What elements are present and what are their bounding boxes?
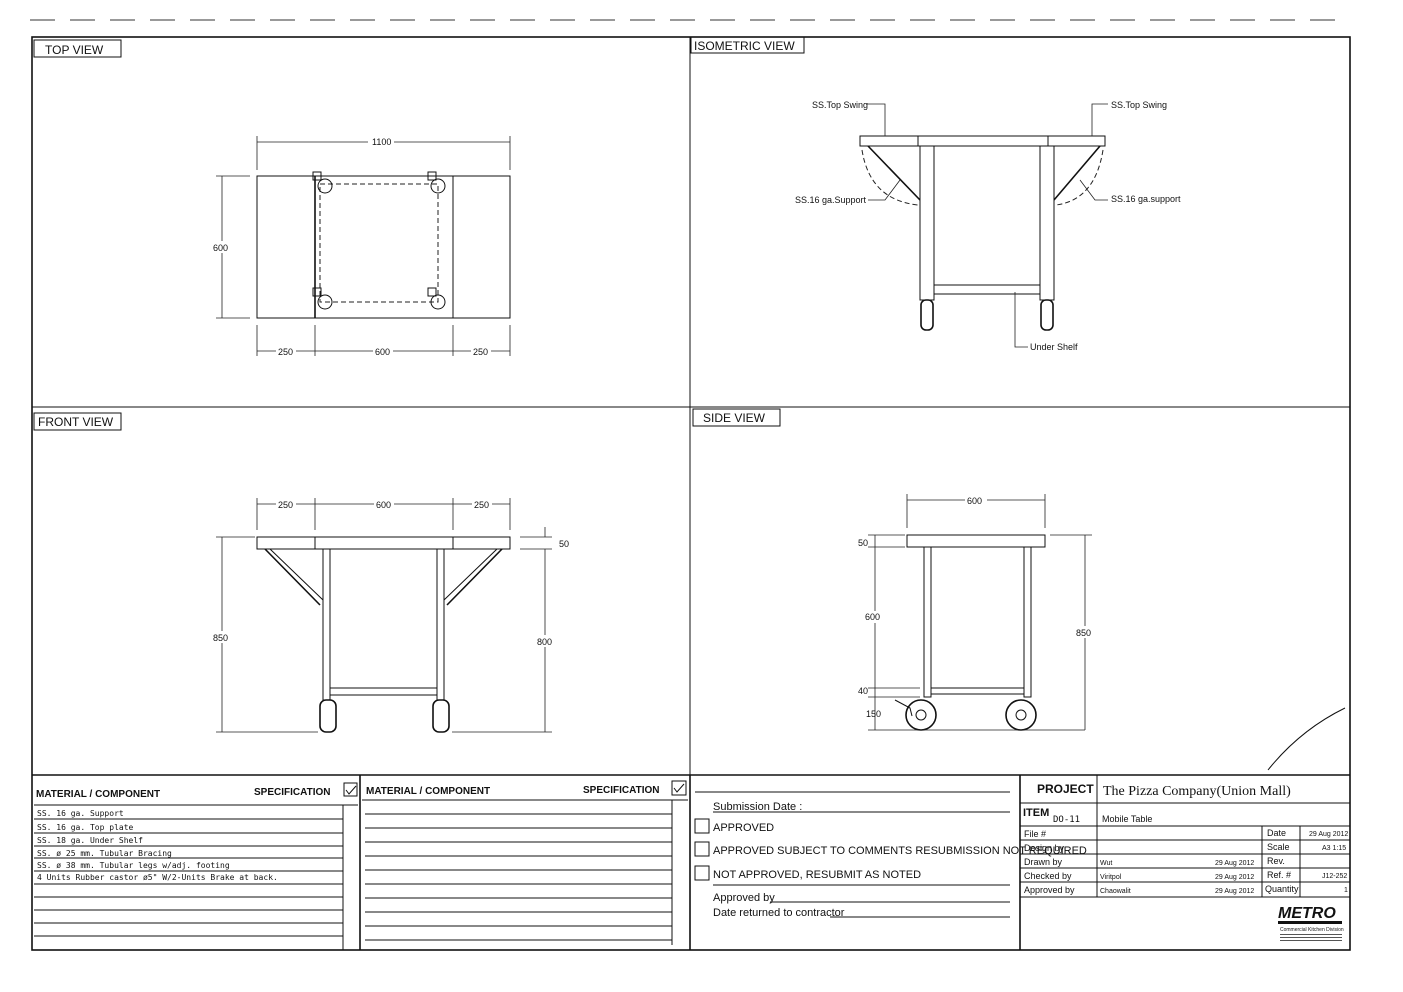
title_block-logo_sub: Commercial Kitchen Division [1280,927,1344,933]
views-top-dims-left: 250 [278,347,293,357]
isometric-view-label: ISOMETRIC VIEW [690,36,805,54]
materials_left-header_spec: SPECIFICATION [254,787,330,798]
front-view-label: FRONT VIEW [33,412,122,431]
title_block-rows-3-name: Viritpol [1100,874,1122,881]
title-block: PROJECT The Pizza Company(Union Mall) IT… [1020,775,1350,941]
metro-logo: METRO Commercial Kitchen Division [1278,905,1344,941]
views-side-dims-mid: 600 [865,612,880,622]
title_block-rows-0-label: File # [1024,829,1046,839]
materials_right-header_material: MATERIAL / COMPONENT [366,786,490,797]
side-view-label: SIDE VIEW [692,408,781,427]
material-row: SS. ø 38 mm. Tubular legs w/adj. footing [37,861,230,870]
title_block-rows-1-key: Scale [1267,842,1290,852]
materials_left-header_material: MATERIAL / COMPONENT [36,789,160,800]
material-row: SS. 16 ga. Top plate [37,823,134,832]
materials-table-left: MATERIAL / COMPONENT SPECIFICATION SS. 1… [34,775,361,950]
views-side-label: SIDE VIEW [703,411,766,425]
material-row: SS. ø 25 mm. Tubular Bracing [37,849,172,858]
caster-icon [427,287,446,310]
isometric-view-drawing: SS.Top Swing SS.Top Swing SS.16 ga.Suppo… [795,100,1181,352]
title_block-rows-4-label: Approved by [1024,885,1075,895]
approved-checkbox[interactable] [694,818,710,834]
approval-approved_comments: APPROVED SUBJECT TO COMMENTS RESUBMISSIO… [713,845,1087,857]
views-side-dims-shelf: 40 [858,686,868,696]
caster-icon [1005,699,1037,731]
title_block-item_label: ITEM [1023,807,1049,819]
views-top-dims-overall: 1100 [372,137,391,147]
title_block-rows-3-label: Checked by [1024,871,1072,881]
approval-approved: APPROVED [713,822,774,834]
material-row: SS. 18 ga. Under Shelf [37,836,143,845]
title_block-rows-2-label: Drawn by [1024,857,1063,867]
views-side-dims-caster: 150 [866,709,881,719]
title_block-rows-2-key: Rev. [1267,856,1285,866]
views-front-dims-height: 850 [213,633,228,643]
material-row: SS. 16 ga. Support [37,809,124,818]
materials-table-right: MATERIAL / COMPONENT SPECIFICATION [362,775,691,950]
views-isometric-callouts-support_left: SS.16 ga.Support [795,195,867,205]
title-row: Approved by Chaowalit 29 Aug 2012 Quanti… [1024,884,1348,895]
approved-comments-checkbox[interactable] [694,841,710,857]
views-isometric-callouts-swing_left: SS.Top Swing [812,100,868,110]
views-front-label: FRONT VIEW [38,415,114,429]
title-row: File # Date 29 Aug 2012 [1024,828,1348,839]
approval-not_approved: NOT APPROVED, RESUBMIT AS NOTED [713,869,921,881]
title-row: Drawn by Wut 29 Aug 2012 Rev. [1024,856,1285,867]
views-top-dims-right: 250 [473,347,488,357]
title_block-item_code: DO-11 [1053,815,1080,825]
views-front-dims-top_thk: 50 [559,539,569,549]
views-top-dims-depth: 600 [213,243,228,253]
title_block-rows-3-key: Ref. # [1267,870,1291,880]
title_block-logo: METRO [1278,905,1336,922]
title_block-item_name: Mobile Table [1102,814,1152,824]
title_block-rows-4-date: 29 Aug 2012 [1215,888,1254,895]
title_block-rows-0-key: Date [1267,828,1286,838]
spec-checkbox[interactable] [671,780,687,796]
title_block-project_label: PROJECT [1037,782,1094,796]
views-side-dims-width: 600 [967,496,982,506]
side-view-drawing: 600 50 600 40 150 850 [858,494,1346,771]
views-isometric-callouts-support_right: SS.16 ga.support [1111,194,1181,204]
title_block-rows-3-date: 29 Aug 2012 [1215,874,1254,881]
title_block-rows-3-value: J12-252 [1322,873,1347,880]
title_block-rows-2-name: Wut [1100,860,1112,867]
title-row: Design by Scale A3 1:15 [1024,842,1346,853]
views-isometric-label: ISOMETRIC VIEW [694,39,795,53]
caster-icon [312,287,333,310]
views-front-dims-middle: 600 [376,500,391,510]
top-view-label: TOP VIEW [33,39,122,58]
approval-submission_date: Submission Date : [713,801,802,813]
title_block-rows-0-value: 29 Aug 2012 [1309,831,1348,838]
title_block-rows-4-value: 1 [1344,887,1348,894]
approval-approved_by: Approved by [713,892,775,904]
caster-icon [427,171,446,194]
not-approved-checkbox[interactable] [694,865,710,881]
material-row: 4 Units Rubber castor ø5" W/2-Units Brak… [37,873,278,882]
title_block-project: The Pizza Company(Union Mall) [1103,784,1291,799]
views-isometric-callouts-shelf: Under Shelf [1030,342,1078,352]
title_block-rows-1-label: Design by [1024,843,1065,853]
top-view-drawing: 1100 600 250 600 250 [212,135,511,357]
materials_right-header_spec: SPECIFICATION [583,785,659,796]
title_block-rows-4-name: Chaowalit [1100,888,1131,895]
title_block-rows-2-date: 29 Aug 2012 [1215,860,1254,867]
caster-icon [905,699,937,731]
views-front-dims-left: 250 [278,500,293,510]
title_block-rows-1-value: A3 1:15 [1322,845,1346,852]
views-isometric-callouts-swing_right: SS.Top Swing [1111,100,1167,110]
spec-checkbox[interactable] [343,782,358,797]
caster-icon [312,171,333,194]
title-row: Checked by Viritpol 29 Aug 2012 Ref. # J… [1024,870,1347,881]
views-top-label: TOP VIEW [45,43,104,57]
title_block-rows-4-key: Quantity [1265,884,1299,894]
signature [1267,707,1346,771]
views-front-dims-leg: 800 [537,637,552,647]
views-top-dims-middle: 600 [375,347,390,357]
views-side-dims-height: 850 [1076,628,1091,638]
front-view-drawing: 250 600 250 850 800 50 [212,498,569,733]
views-side-dims-top_thk: 50 [858,538,868,548]
approval-block: Submission Date : APPROVED APPROVED SUBJ… [694,775,1087,950]
approval-date_returned: Date returned to contractor [713,907,845,919]
views-front-dims-right: 250 [474,500,489,510]
